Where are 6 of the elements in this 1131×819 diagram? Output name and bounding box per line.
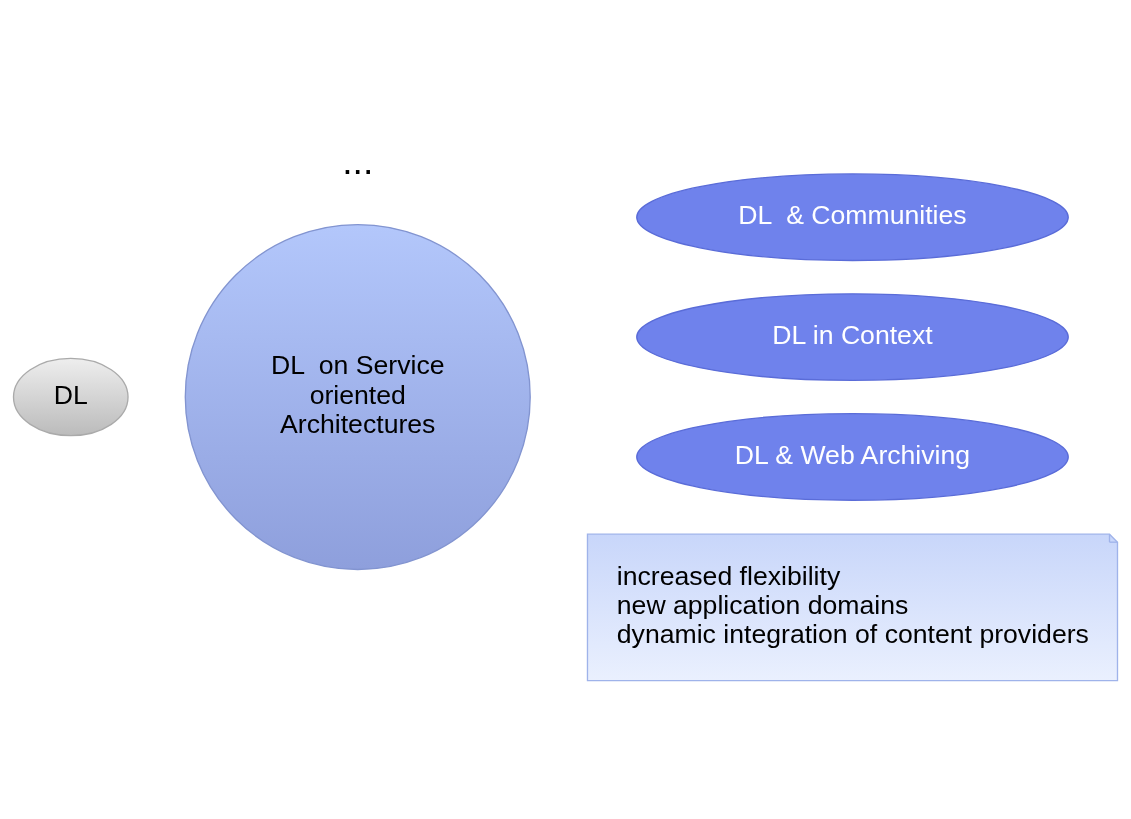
node-ellipse: DL & Communities: [636, 172, 1069, 261]
node-ellipse: DL: [12, 357, 129, 436]
label: ...: [342, 139, 374, 182]
node-circle: DL on Service oriented Architectures: [184, 223, 531, 570]
node-ellipse: DL in Context: [636, 292, 1069, 381]
node-ellipse: DL & Web Archiving: [636, 412, 1069, 501]
